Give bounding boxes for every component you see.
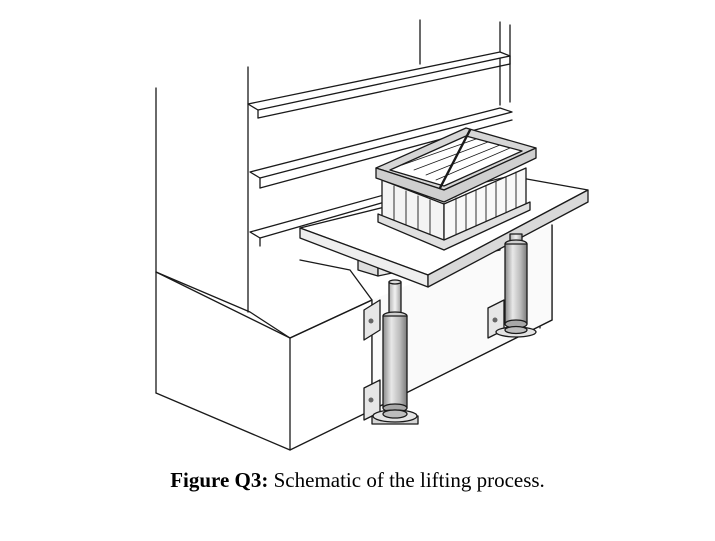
figure-caption-text: Schematic of the lifting process. [268, 468, 545, 492]
rear-hydraulic-cylinder [487, 233, 537, 339]
crate [375, 127, 537, 251]
middle-shelf [249, 107, 513, 179]
lifting-schematic [155, 19, 589, 451]
upper-shelf [247, 51, 511, 111]
base-cabinet-front [289, 299, 373, 451]
base-cabinet-top [155, 259, 373, 339]
figure-label: Figure Q3: [170, 468, 269, 492]
front-hydraulic-cylinder [363, 279, 419, 425]
figure-caption: Figure Q3: Schematic of the lifting proc… [0, 468, 715, 493]
platform-right-edge [427, 189, 589, 288]
